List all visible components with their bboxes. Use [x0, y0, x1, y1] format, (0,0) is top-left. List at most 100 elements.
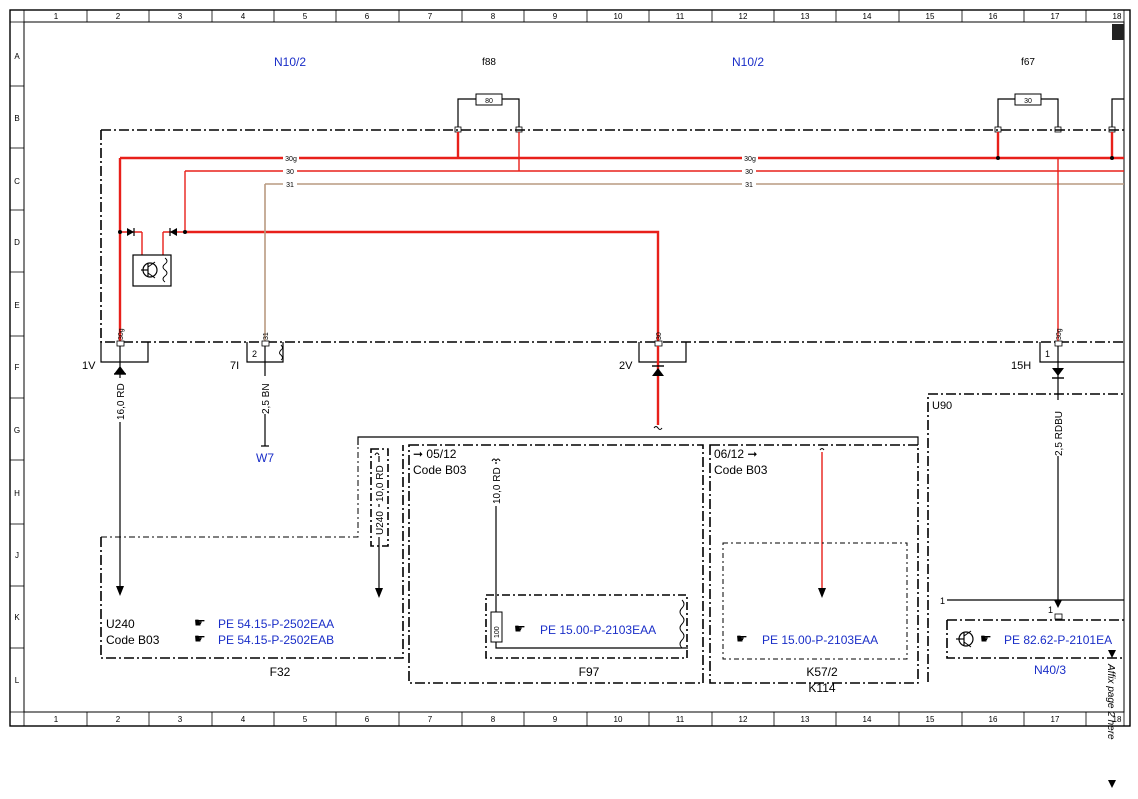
component-label-n10-2: N10/2: [274, 55, 306, 69]
pin-label: 30g: [118, 328, 125, 340]
col-label: 13: [801, 12, 810, 21]
col-label: 8: [491, 715, 496, 724]
col-label: 12: [739, 715, 748, 724]
row-label: B: [14, 114, 19, 123]
transistor-icon: [956, 630, 974, 648]
arrow-down-icon: [116, 586, 124, 596]
page-corner-icon: [1112, 24, 1124, 40]
col-label: 9: [553, 12, 558, 21]
fuse-rating: 30: [1024, 98, 1032, 105]
fuse-f67: 30: [994, 93, 1124, 133]
ref-link[interactable]: PE 82.62-P-2101EA: [1004, 633, 1112, 647]
row-label: D: [14, 238, 20, 247]
ref-link[interactable]: PE 15.00-P-2103EAA: [540, 623, 656, 637]
connector-15h: [1039, 340, 1124, 608]
variant-code: Code B03: [714, 463, 768, 477]
col-label: 1: [54, 715, 59, 724]
connector-label-15h: 15H: [1011, 360, 1031, 372]
col-label: 11: [676, 12, 685, 21]
bus-30: [185, 132, 1124, 172]
transistor-icon: [132, 254, 172, 287]
col-label: 3: [178, 715, 183, 724]
variant-date: 06/12 ➞: [714, 447, 757, 461]
resistor-value: 100: [494, 626, 501, 638]
row-label: A: [14, 52, 20, 61]
row-label: C: [14, 177, 20, 186]
ref-link[interactable]: PE 15.00-P-2103EAA: [762, 633, 878, 647]
drawing-area: [23, 21, 1125, 713]
hand-pointer-icon[interactable]: ☛: [194, 615, 206, 630]
n10-2-housing: [100, 129, 1124, 343]
connector-1v: [100, 340, 149, 380]
module-label-k114: K114: [808, 681, 835, 695]
col-label: 3: [178, 12, 183, 21]
f32-box-outer: [100, 445, 404, 659]
n40-3-box: [946, 619, 1124, 659]
fuse-label-f67: f67: [1021, 57, 1035, 68]
hand-pointer-icon[interactable]: ☛: [980, 631, 992, 646]
wire-spec: 2,5 RDBU: [1054, 411, 1065, 456]
u240-box: [370, 448, 389, 547]
arrow-down-icon: [1108, 780, 1116, 788]
col-label: 16: [989, 715, 998, 724]
col-label: 5: [303, 715, 308, 724]
hand-pointer-icon[interactable]: ☛: [514, 621, 526, 636]
col-label: 2: [116, 715, 121, 724]
module-label-f32: F32: [270, 665, 291, 679]
pin-number: 2: [252, 349, 257, 359]
hand-pointer-icon[interactable]: ☛: [194, 631, 206, 646]
col-label: 14: [863, 715, 872, 724]
fuse-icon: [1014, 93, 1042, 106]
pin-number: 1: [940, 596, 945, 606]
row-label: L: [15, 676, 20, 685]
diode-icon: [118, 228, 142, 236]
component-label-n10-2: N10/2: [732, 55, 764, 69]
u90-box: [927, 393, 1124, 682]
fuse-icon: [475, 93, 503, 106]
k57-2-inner-box: [722, 542, 908, 660]
diode-icon: [163, 228, 187, 236]
col-label: 15: [926, 12, 935, 21]
wire-spec: 10,0 RD: [492, 467, 503, 504]
col-label: 8: [491, 12, 496, 21]
wire-to-2v: [185, 230, 660, 342]
col-label: 6: [365, 12, 370, 21]
connector-label-1v: 1V: [82, 360, 96, 372]
pin-label: 31: [263, 332, 270, 340]
component-label-u240: U240: [375, 511, 386, 535]
hand-pointer-icon[interactable]: ☛: [736, 631, 748, 646]
row-label: G: [14, 426, 20, 435]
wire-spec: 2,5 BN: [261, 383, 272, 414]
connector-label-2v: 2V: [619, 360, 633, 372]
ref-link[interactable]: PE 54.15-P-2502EAB: [218, 633, 334, 647]
col-label: 10: [614, 715, 623, 724]
wire-spec: 16,0 RD: [116, 383, 127, 420]
ref-link[interactable]: PE 54.15-P-2502EAA: [218, 617, 334, 631]
bus-label-30: 30: [286, 169, 294, 176]
grid-rows-left: [10, 21, 24, 713]
col-label: 15: [926, 715, 935, 724]
col-label: 4: [241, 715, 246, 724]
affix-note: Affix page 2 here: [1105, 663, 1116, 740]
bus-label-31: 31: [745, 182, 753, 189]
k57-2-box: [709, 444, 919, 684]
grid-columns-bottom: [23, 712, 1125, 726]
module-label-n40-3: N40/3: [1034, 663, 1066, 677]
arrow-down-icon: [818, 588, 826, 598]
col-label: 17: [1051, 715, 1060, 724]
variant-date: ➞ 05/12: [413, 447, 457, 461]
module-label-u240: U240: [106, 617, 135, 631]
col-label: 16: [989, 12, 998, 21]
diagram-frame: [9, 9, 1131, 727]
row-label: E: [14, 301, 19, 310]
col-label: 10: [614, 12, 623, 21]
col-label: 7: [428, 715, 433, 724]
col-label: 18: [1113, 12, 1122, 21]
col-label: 5: [303, 12, 308, 21]
fuse-label-f88: f88: [482, 57, 496, 68]
row-label: H: [14, 489, 20, 498]
grid-columns-top: [23, 10, 1125, 22]
col-label: 2: [116, 12, 121, 21]
connector-label-7i: 7I: [230, 360, 239, 372]
f97-inner-box: [485, 594, 688, 659]
